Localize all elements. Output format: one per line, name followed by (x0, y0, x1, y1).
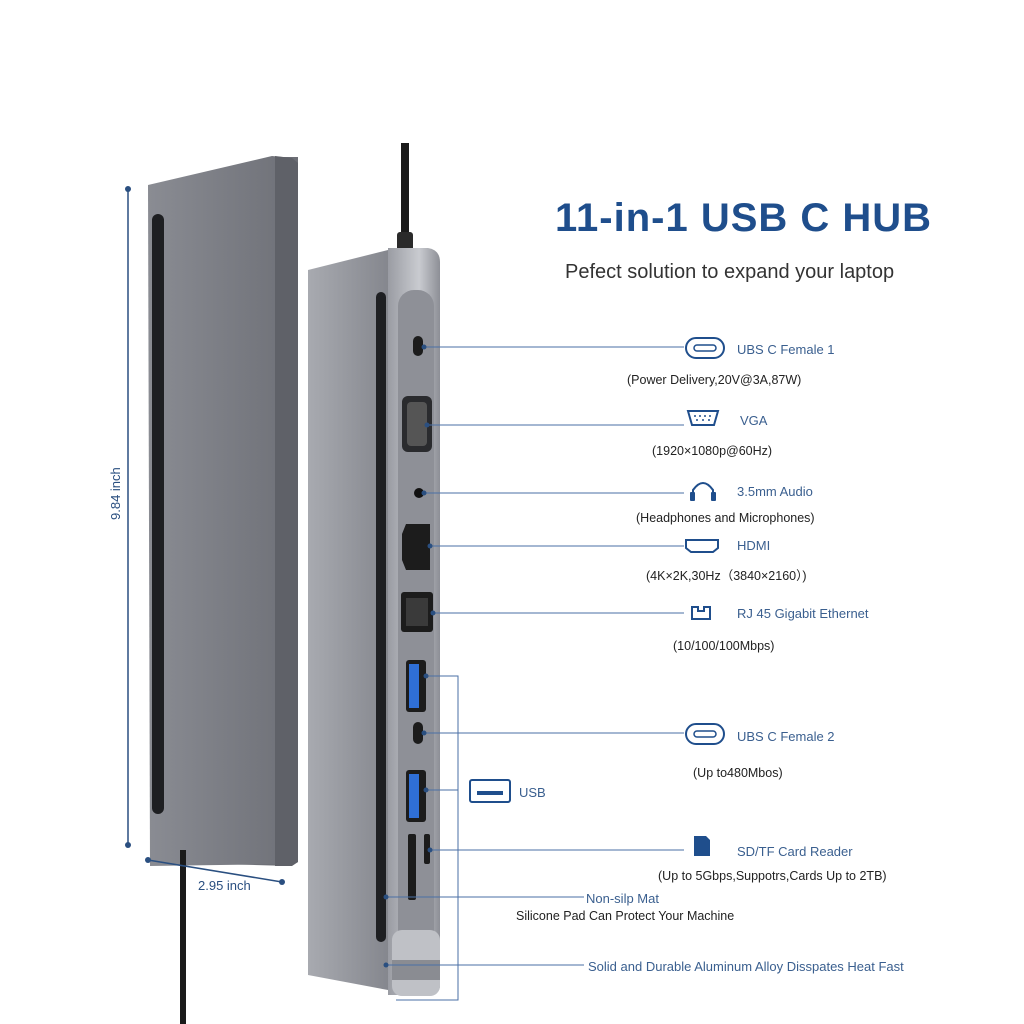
port-label-usb-c-1: UBS C Female 1 (737, 342, 835, 357)
port-label-hdmi: HDMI (737, 538, 771, 553)
port-label-vga: VGA (740, 413, 768, 428)
hub-back-view (148, 156, 298, 1024)
ethernet-icon (691, 606, 711, 620)
usb-c-port-1 (413, 336, 423, 356)
port-label-ethernet: RJ 45 Gigabit Ethernet (737, 606, 869, 621)
hub-port-view (308, 143, 440, 996)
vga-icon (686, 410, 720, 426)
page-title: 11-in-1 USB C HUB (555, 196, 933, 240)
usb-c-icon (685, 337, 725, 359)
page-subtitle: Pefect solution to expand your laptop (565, 261, 895, 283)
dimension-height (125, 186, 131, 848)
port-desc-ethernet: (10/100/100Mbps) (673, 639, 775, 653)
port-label-audio: 3.5mm Audio (737, 484, 813, 499)
dimension-width (145, 857, 285, 885)
feature-mat-desc: Silicone Pad Can Protect Your Machine (516, 909, 735, 923)
port-desc-sd: (Up to 5Gbps,Suppotrs,Cards Up to 2TB) (658, 869, 887, 883)
headphones-icon (690, 482, 716, 501)
hdmi-icon (685, 539, 719, 553)
tf-slot (424, 834, 430, 864)
sd-slot (408, 834, 416, 900)
audio-jack (414, 488, 424, 498)
port-desc-vga: (1920×1080p@60Hz) (652, 444, 773, 458)
port-desc-usb-c-1: (Power Delivery,20V@3A,87W) (627, 373, 802, 387)
port-desc-usb-c-2: (Up to480Mbos) (693, 766, 783, 780)
non-slip-strip (152, 214, 164, 814)
width-dimension-label: 2.95 inch (198, 878, 251, 893)
port-label-usb: USB (519, 785, 546, 800)
usb-c-icon (685, 723, 725, 745)
port-desc-hdmi: (4K×2K,30Hz（3840×2160）) (646, 569, 807, 583)
usb-c-port-2 (413, 722, 423, 744)
non-slip-strip (376, 292, 386, 942)
usb-a-icon (469, 779, 511, 803)
port-desc-audio: (Headphones and Microphones) (636, 511, 815, 525)
height-dimension-label: 9.84 inch (108, 467, 123, 520)
leader-dots (383, 344, 436, 968)
feature-alloy-desc: Solid and Durable Aluminum Alloy Disspat… (588, 959, 904, 974)
hdmi-port (402, 524, 430, 570)
leader-lines (386, 346, 684, 1001)
feature-mat-label: Non-silp Mat (586, 891, 659, 906)
port-label-sd: SD/TF Card Reader (737, 844, 853, 859)
sd-card-icon (694, 836, 710, 856)
port-label-usb-c-2: UBS C Female 2 (737, 729, 835, 744)
